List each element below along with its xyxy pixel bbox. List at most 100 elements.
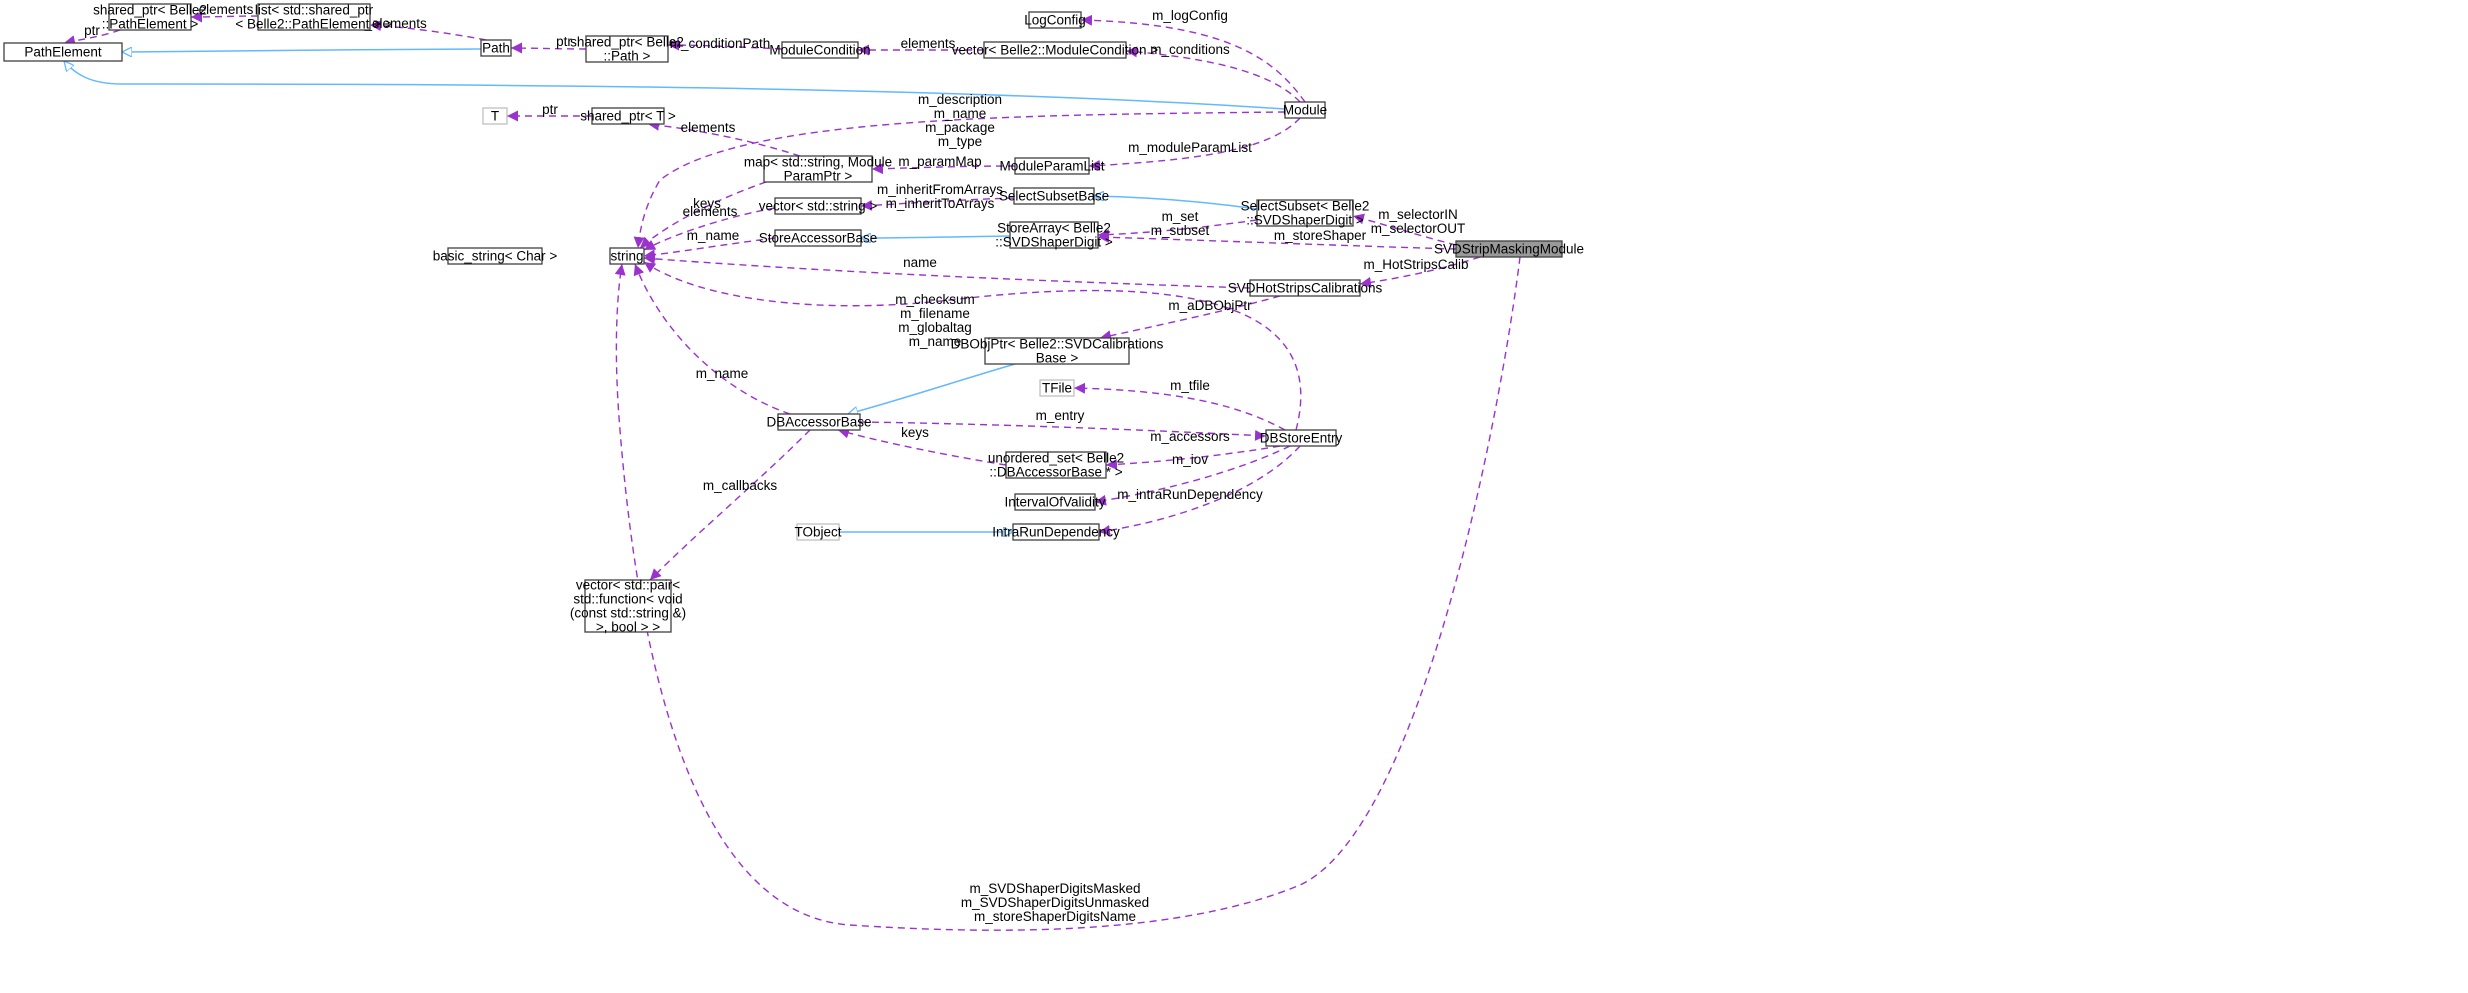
usage-arrow (633, 111, 1286, 249)
inheritance-arrow (848, 363, 1016, 414)
class-node-svd-hot-strips-calibrations[interactable]: SVDHotStripsCalibrations (1228, 279, 1383, 297)
class-name: unordered_set< Belle2 (988, 451, 1124, 466)
class-node-module-param-list[interactable]: ModuleParamList (999, 157, 1105, 175)
class-box (1039, 379, 1075, 397)
edge-label: m_SVDShaperDigitsUnmasked (961, 895, 1149, 910)
class-node-module-condition[interactable]: ModuleCondition (769, 41, 871, 59)
class-node-select-subset-svd[interactable]: SelectSubset< Belle2::SVDShaperDigit > (1241, 199, 1370, 228)
edge-label: m_inheritToArrays (886, 196, 995, 211)
class-box (796, 523, 840, 541)
edge-svd-strip-masking-module-to-svd-hot-strips-calibrations: m_HotStripsCalib (1359, 256, 1481, 288)
class-box (781, 41, 859, 59)
edge-vector-string-to-string: elements (643, 204, 776, 251)
class-node-interval-of-validity[interactable]: IntervalOfValidity (1004, 493, 1106, 511)
edge-store-array-svd-to-store-accessor-base (861, 236, 1011, 238)
edge-label: m_subset (1151, 223, 1210, 238)
class-box (774, 229, 862, 247)
class-node-vector-string[interactable]: vector< std::string > (759, 197, 878, 215)
usage-arrow (837, 427, 1007, 466)
usage-arrow (647, 119, 801, 157)
usage-arrow (1098, 445, 1301, 536)
edge-label: m_entry (1036, 408, 1085, 423)
class-box (1009, 221, 1099, 249)
class-node-db-accessor-base[interactable]: DBAccessorBase (766, 413, 872, 431)
class-name: PathElement (24, 45, 102, 60)
edge-label: m_SVDShaperDigitsMasked (969, 881, 1140, 896)
class-node-svd-strip-masking-module[interactable]: SVDStripMaskingModule (1434, 240, 1584, 258)
class-node-shared-ptr-t[interactable]: shared_ptr< T > (580, 107, 676, 125)
class-node-intra-run-dependency[interactable]: IntraRunDependency (992, 523, 1120, 541)
usage-arrow (63, 29, 121, 47)
class-name: vector< Belle2::ModuleCondition > (952, 43, 1158, 58)
class-node-select-subset-base[interactable]: SelectSubsetBase (999, 187, 1109, 205)
class-name: TFile (1042, 381, 1072, 396)
class-node-list-shared-ptr[interactable]: list< std::shared_ptr< Belle2::PathEleme… (235, 3, 392, 32)
edge-db-accessor-base-to-db-store-entry: m_entry (859, 408, 1267, 441)
edge-label: m_conditionPath (670, 36, 771, 51)
class-name: std::function< void (573, 592, 682, 607)
edge-vector-module-condition-to-module-condition: elements (858, 36, 984, 56)
edge-label: m_selectorIN (1378, 207, 1458, 222)
edge-label: ptr (542, 102, 558, 117)
class-node-path-element[interactable]: PathElement (3, 42, 123, 62)
class-name: ::SVDShaperDigit > (995, 235, 1113, 250)
class-name: StoreArray< Belle2 (997, 221, 1111, 236)
class-name: vector< std::string > (759, 199, 878, 214)
edge-db-accessor-base-to-string: m_name (633, 263, 791, 415)
usage-arrow (614, 256, 1521, 931)
edge-label: m_intraRunDependency (1117, 487, 1263, 502)
class-name: DBObjPtr< Belle2::SVDCalibrations (951, 337, 1164, 352)
class-node-string[interactable]: string (609, 247, 645, 265)
class-box (257, 3, 371, 31)
class-box (1014, 493, 1096, 511)
class-node-vector-module-condition[interactable]: vector< Belle2::ModuleCondition > (952, 41, 1158, 59)
edge-label: m_set (1162, 209, 1199, 224)
class-box (983, 41, 1127, 59)
class-node-shared-ptr-path[interactable]: shared_ptr< Belle2::Path > (570, 35, 684, 64)
edge-label: name (903, 255, 937, 270)
class-box (1012, 523, 1100, 541)
class-box (1265, 429, 1337, 447)
class-node-vector-pair-function[interactable]: vector< std::pair<std::function< void(co… (570, 578, 686, 635)
edge-module-to-module-param-list: m_moduleParamList (1088, 117, 1301, 171)
class-name: map< std::string, Module (744, 155, 892, 170)
class-name: vector< std::pair< (576, 578, 680, 593)
usage-arrow (1088, 117, 1301, 171)
class-box (480, 39, 512, 57)
class-node-log-config[interactable]: LogConfig (1024, 11, 1086, 29)
edge-map-string-module-param-to-string: keys (639, 181, 767, 249)
edge-label: m_name (934, 106, 987, 121)
class-name: ::SVDShaperDigit > (1246, 213, 1364, 228)
class-name: Base > (1036, 351, 1079, 366)
usage-arrow (1125, 46, 1301, 103)
class-node-path[interactable]: Path (480, 39, 512, 57)
usage-arrow (633, 263, 791, 415)
class-node-shared-ptr-path-element[interactable]: shared_ptr< Belle2::PathElement > (93, 3, 207, 32)
class-node-store-array-svd[interactable]: StoreArray< Belle2::SVDShaperDigit > (995, 221, 1113, 250)
usage-arrow (1352, 213, 1457, 246)
usage-arrow (1080, 14, 1306, 103)
usage-arrow (369, 20, 487, 41)
class-box (482, 107, 508, 125)
edge-label: m_paramMap (898, 154, 981, 169)
class-name: DBAccessorBase (766, 415, 871, 430)
class-name: ::DBAccessorBase * > (989, 465, 1122, 480)
class-box (609, 247, 645, 265)
edge-label: elements (199, 2, 254, 17)
edge-list-shared-ptr-to-shared-ptr-path-element: elements (190, 2, 259, 23)
class-node-basic-string[interactable]: basic_string< Char > (433, 247, 558, 265)
usage-arrow (643, 207, 776, 251)
class-node-module[interactable]: Module (1283, 101, 1327, 119)
class-name: DBStoreEntry (1260, 431, 1343, 446)
class-box (1249, 279, 1361, 297)
class-node-db-store-entry[interactable]: DBStoreEntry (1260, 429, 1343, 447)
edge-module-condition-to-shared-ptr-path: m_conditionPath (667, 36, 783, 51)
class-box (1455, 240, 1563, 258)
class-box (1256, 199, 1354, 227)
class-node-unordered-set-db[interactable]: unordered_set< Belle2::DBAccessorBase * … (988, 451, 1124, 480)
inheritance-arrow (122, 49, 482, 52)
class-node-store-accessor-base[interactable]: StoreAccessorBase (759, 229, 878, 247)
